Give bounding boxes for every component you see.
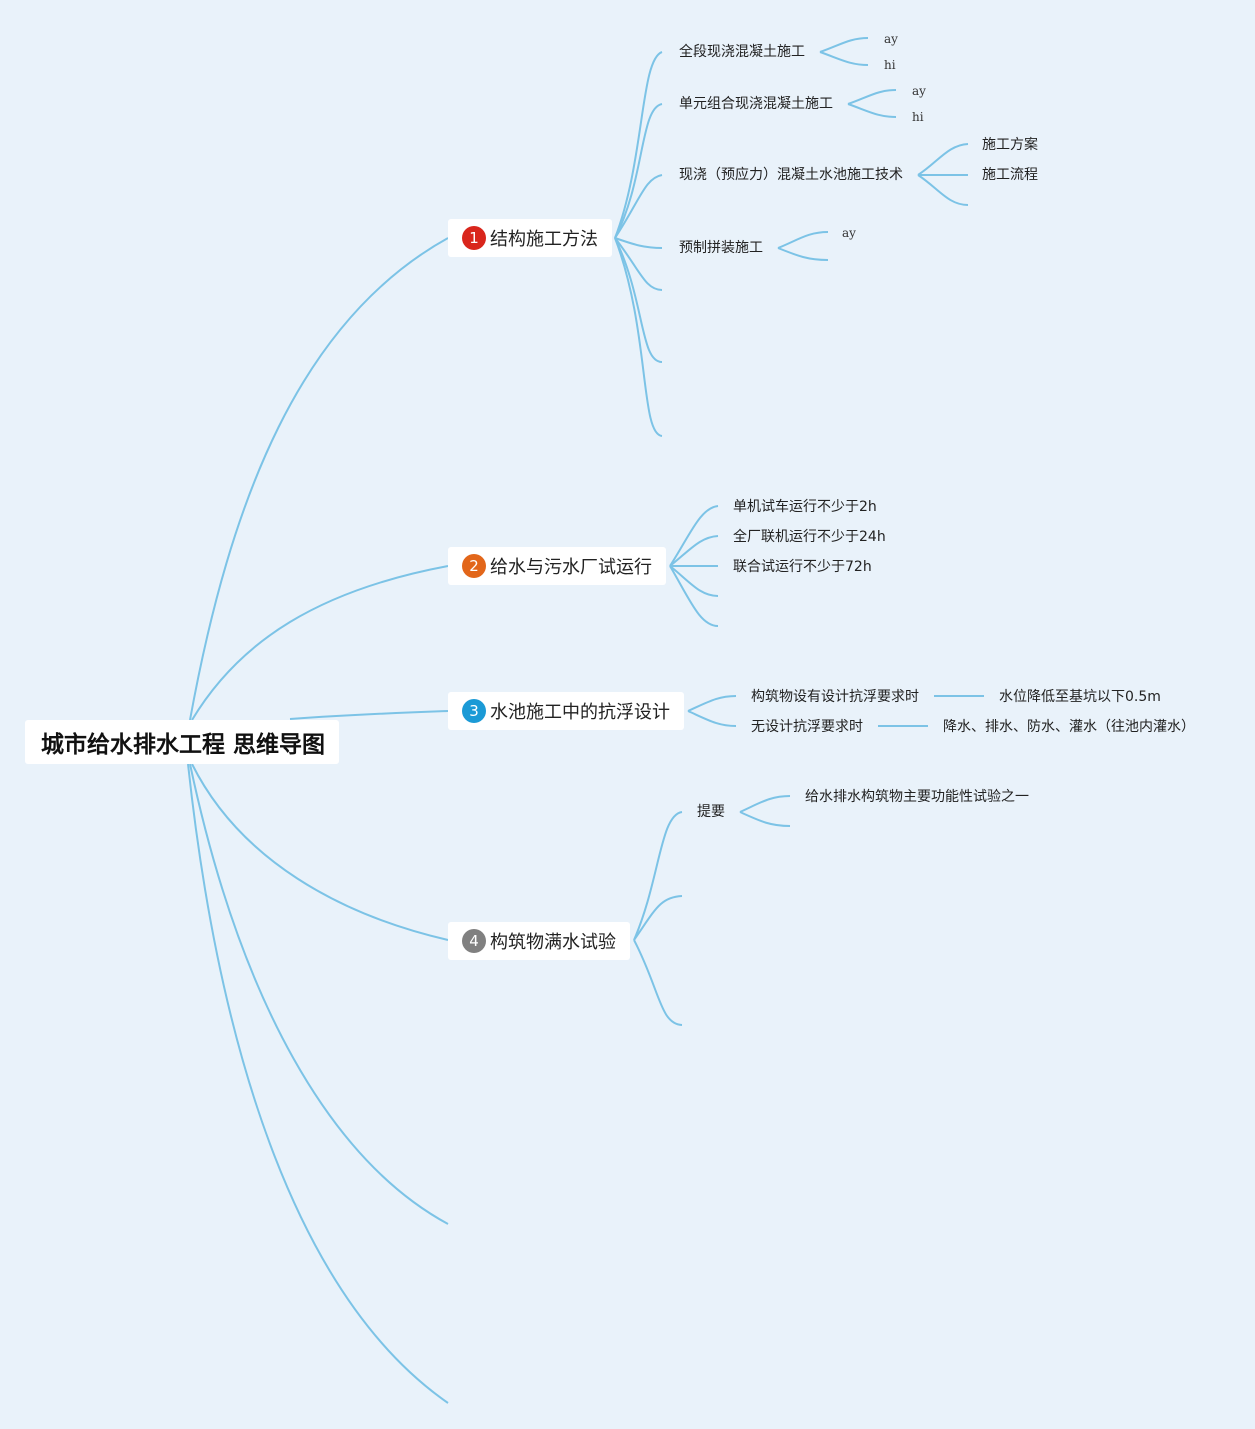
b1c1-leaf-1[interactable]: ay: [884, 32, 898, 46]
b2-child-2[interactable]: 全厂联机运行不少于24h: [733, 529, 886, 545]
link-b3-c1: [687, 695, 737, 712]
link-b1c2-l1: [847, 89, 897, 105]
b1c3-leaf-1[interactable]: 施工方案: [982, 137, 1038, 153]
link-root-branch-4: [191, 763, 449, 941]
link-b4c1-empty: [739, 811, 791, 827]
branch-1-label: 结构施工方法: [490, 229, 598, 250]
link-b2-c1: [669, 505, 719, 567]
b3c1-leaf-1[interactable]: 水位降低至基坑以下0.5m: [999, 689, 1161, 705]
branch-3-label: 水池施工中的抗浮设计: [490, 702, 670, 723]
link-b1-empty-5: [614, 237, 663, 291]
number-badge-icon: 2: [462, 554, 486, 578]
b1c4-leaf-1[interactable]: ay: [842, 226, 856, 240]
link-b1-c3: [614, 174, 663, 239]
link-b3-c2: [687, 710, 737, 727]
number-badge-icon: 4: [462, 929, 486, 953]
link-b1-empty-6: [614, 237, 663, 363]
branch-4-label: 构筑物满水试验: [490, 932, 616, 953]
branch-3-topic[interactable]: 3 水池施工中的抗浮设计: [448, 692, 684, 730]
b1c1-leaf-2[interactable]: hi: [884, 58, 896, 72]
b3-child-1[interactable]: 构筑物设有设计抗浮要求时: [751, 689, 919, 705]
link-root-branch-2: [191, 565, 449, 721]
link-b2-empty-5: [669, 565, 719, 627]
link-root-empty-6: [187, 763, 449, 1404]
link-b1c4-empty: [777, 247, 829, 261]
number-badge-icon: 3: [462, 699, 486, 723]
link-b4c1-l1: [739, 795, 791, 813]
b1c3-leaf-2[interactable]: 施工流程: [982, 167, 1038, 183]
link-b2-empty-4: [669, 565, 719, 597]
link-b4-empty-3: [633, 939, 683, 1026]
link-root-branch-1: [189, 237, 449, 721]
link-b4-c1: [633, 811, 683, 941]
link-b2-c2: [669, 535, 719, 567]
branch-1-topic[interactable]: 1 结构施工方法: [448, 219, 612, 257]
branch-2-topic[interactable]: 2 给水与污水厂试运行: [448, 547, 666, 585]
link-b1c1-l2: [819, 51, 869, 66]
link-b1-empty-7: [614, 237, 663, 437]
link-root-branch-3: [289, 710, 449, 720]
branch-2-label: 给水与污水厂试运行: [490, 557, 652, 578]
link-b1c4-l1: [777, 231, 829, 249]
link-b1c2-l2: [847, 103, 897, 118]
root-title: 城市给水排水工程 思维导图: [41, 732, 326, 758]
b1-child-2[interactable]: 单元组合现浇混凝土施工: [679, 96, 833, 112]
b1-child-4[interactable]: 预制拼装施工: [679, 240, 763, 256]
b3c2-leaf-1[interactable]: 降水、排水、防水、灌水（往池内灌水）: [943, 719, 1195, 735]
link-b1c3-empty: [917, 174, 969, 206]
b3-child-2[interactable]: 无设计抗浮要求时: [751, 719, 863, 735]
link-b1-c2: [614, 103, 663, 239]
link-b1-c4: [614, 237, 663, 249]
link-b1-c1: [614, 51, 663, 239]
b4-child-1[interactable]: 提要: [697, 804, 725, 820]
b1-child-1[interactable]: 全段现浇混凝土施工: [679, 44, 805, 60]
number-badge-icon: 1: [462, 226, 486, 250]
root-topic[interactable]: 城市给水排水工程 思维导图: [25, 720, 340, 764]
b2-child-3[interactable]: 联合试运行不少于72h: [733, 559, 872, 575]
b1c2-leaf-1[interactable]: ay: [912, 84, 926, 98]
b2-child-1[interactable]: 单机试车运行不少于2h: [733, 499, 877, 515]
link-root-empty-5: [189, 763, 449, 1225]
branch-4-topic[interactable]: 4 构筑物满水试验: [448, 922, 630, 960]
b1-child-3[interactable]: 现浇（预应力）混凝土水池施工技术: [679, 167, 903, 183]
link-b1c1-l1: [819, 37, 869, 53]
link-b4-empty-2: [633, 895, 683, 941]
b1c2-leaf-2[interactable]: hi: [912, 110, 924, 124]
link-b1c3-l1: [917, 143, 969, 176]
b4c1-leaf-1[interactable]: 给水排水构筑物主要功能性试验之一: [805, 789, 1029, 805]
